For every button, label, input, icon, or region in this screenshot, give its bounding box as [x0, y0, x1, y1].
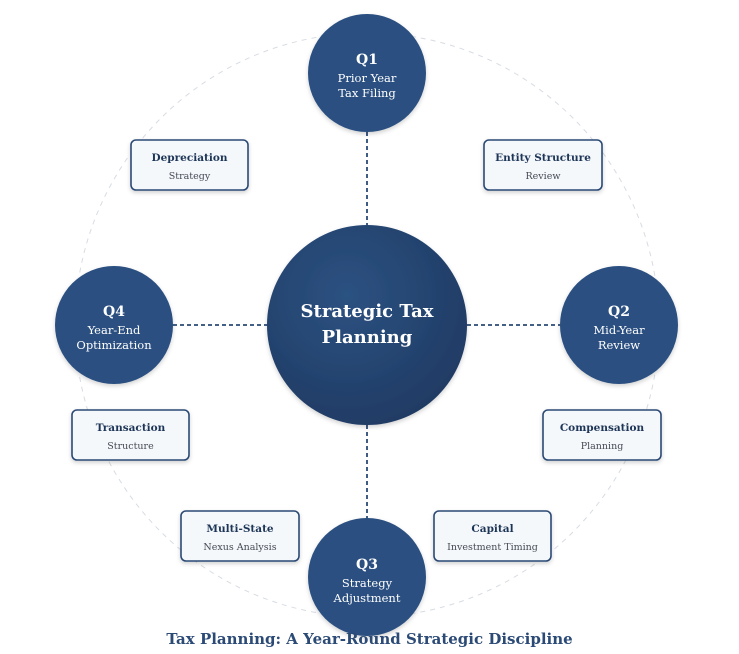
topic-title-capital: Capital [471, 523, 513, 535]
quarter-node-q1: Q1 Prior Year Tax Filing [308, 14, 426, 132]
q3-line1: Strategy [342, 576, 393, 590]
diagram-caption: Tax Planning: A Year-Round Strategic Dis… [166, 630, 573, 648]
topic-sub-multi-state: Nexus Analysis [203, 542, 276, 553]
q2-line2: Review [598, 338, 640, 352]
topic-box-capital: Capital Investment Timing [433, 510, 552, 562]
topic-box-compensation: Compensation Planning [542, 409, 662, 461]
q4-title: Q4 [103, 304, 125, 320]
center-title-line2: Planning [322, 327, 413, 348]
topic-title-entity-structure: Entity Structure [495, 152, 591, 164]
topic-title-transaction: Transaction [96, 422, 166, 434]
q4-line2: Optimization [76, 338, 152, 352]
q3-line2: Adjustment [333, 591, 401, 605]
topic-box-entity-structure: Entity Structure Review [483, 139, 603, 191]
q2-title: Q2 [608, 304, 630, 320]
topic-box-multi-state: Multi-State Nexus Analysis [180, 510, 300, 562]
quarter-node-q2: Q2 Mid-Year Review [560, 266, 678, 384]
topic-title-multi-state: Multi-State [206, 523, 274, 535]
quarter-node-q3: Q3 Strategy Adjustment [308, 518, 426, 636]
q1-title: Q1 [356, 52, 378, 68]
topic-sub-transaction: Structure [107, 441, 154, 452]
topic-sub-compensation: Planning [581, 441, 624, 452]
center-node: Strategic Tax Planning [267, 225, 467, 425]
quarter-node-q4: Q4 Year-End Optimization [55, 266, 173, 384]
q1-line2: Tax Filing [338, 86, 396, 100]
q3-title: Q3 [356, 557, 378, 573]
q1-line1: Prior Year [338, 71, 397, 85]
q2-line1: Mid-Year [593, 323, 645, 337]
topic-box-depreciation: Depreciation Strategy [130, 139, 249, 191]
topic-box-transaction: Transaction Structure [71, 409, 190, 461]
topic-title-depreciation: Depreciation [151, 152, 227, 164]
topic-sub-depreciation: Strategy [169, 171, 211, 182]
q4-line1: Year-End [87, 323, 141, 337]
topic-sub-capital: Investment Timing [447, 542, 538, 553]
topic-sub-entity-structure: Review [526, 171, 561, 182]
topic-title-compensation: Compensation [560, 422, 645, 434]
center-title-line1: Strategic Tax [301, 301, 434, 322]
